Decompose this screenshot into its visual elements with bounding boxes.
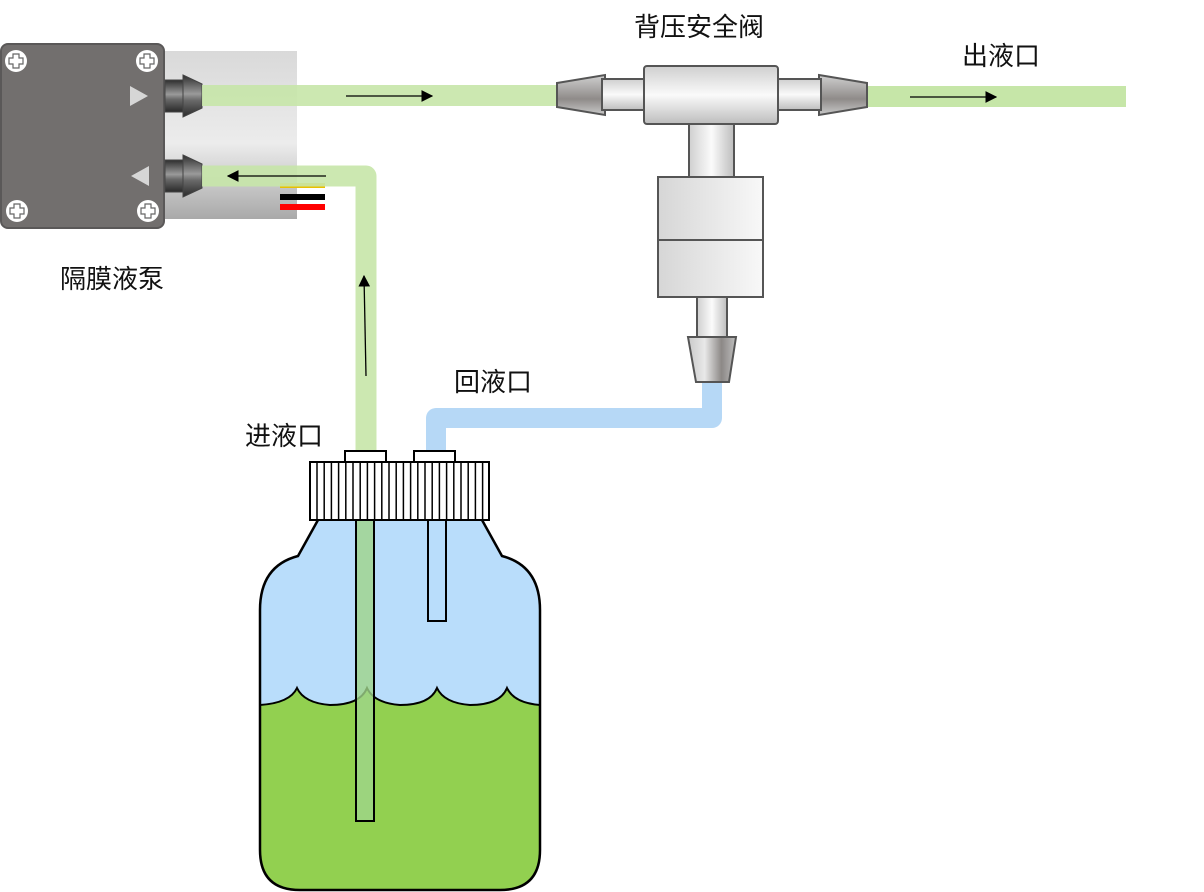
pump-body (0, 43, 165, 229)
wire-red (280, 204, 325, 210)
pipe-return (426, 380, 722, 458)
label-valve: 背压安全阀 (634, 13, 764, 43)
bottle-cap (309, 461, 490, 521)
pipes (202, 85, 1126, 458)
liquid-surface (260, 685, 540, 707)
reservoir-bottle (258, 450, 542, 892)
cap-ridges (316, 462, 484, 520)
label-return-port: 回液口 (454, 368, 532, 398)
wire-black (280, 194, 325, 200)
outflow-triangle-icon (130, 86, 148, 106)
label-outlet: 出液口 (962, 42, 1040, 72)
pump-housing-shade (160, 51, 297, 219)
diaphragm-pump (0, 43, 325, 229)
bottle-outline (258, 519, 542, 892)
pump-outlet-connector (164, 74, 203, 118)
bottle-liquid (260, 688, 540, 890)
cap-return-nozzle (413, 450, 456, 463)
flow-arrow-up (358, 274, 371, 377)
label-inlet-port: 进液口 (245, 422, 323, 452)
return-dip-tube (427, 519, 447, 622)
screw-icon (136, 50, 158, 72)
cap-inlet-nozzle (344, 450, 387, 463)
screw-icon (6, 200, 28, 222)
screw-icon (137, 200, 159, 222)
inflow-triangle-icon (131, 166, 149, 186)
pump-inlet-connector (164, 154, 203, 198)
label-pump: 隔膜液泵 (60, 265, 164, 295)
screw-icon (5, 50, 27, 72)
inlet-dip-tube (355, 519, 375, 822)
back-pressure-valve (556, 65, 868, 383)
